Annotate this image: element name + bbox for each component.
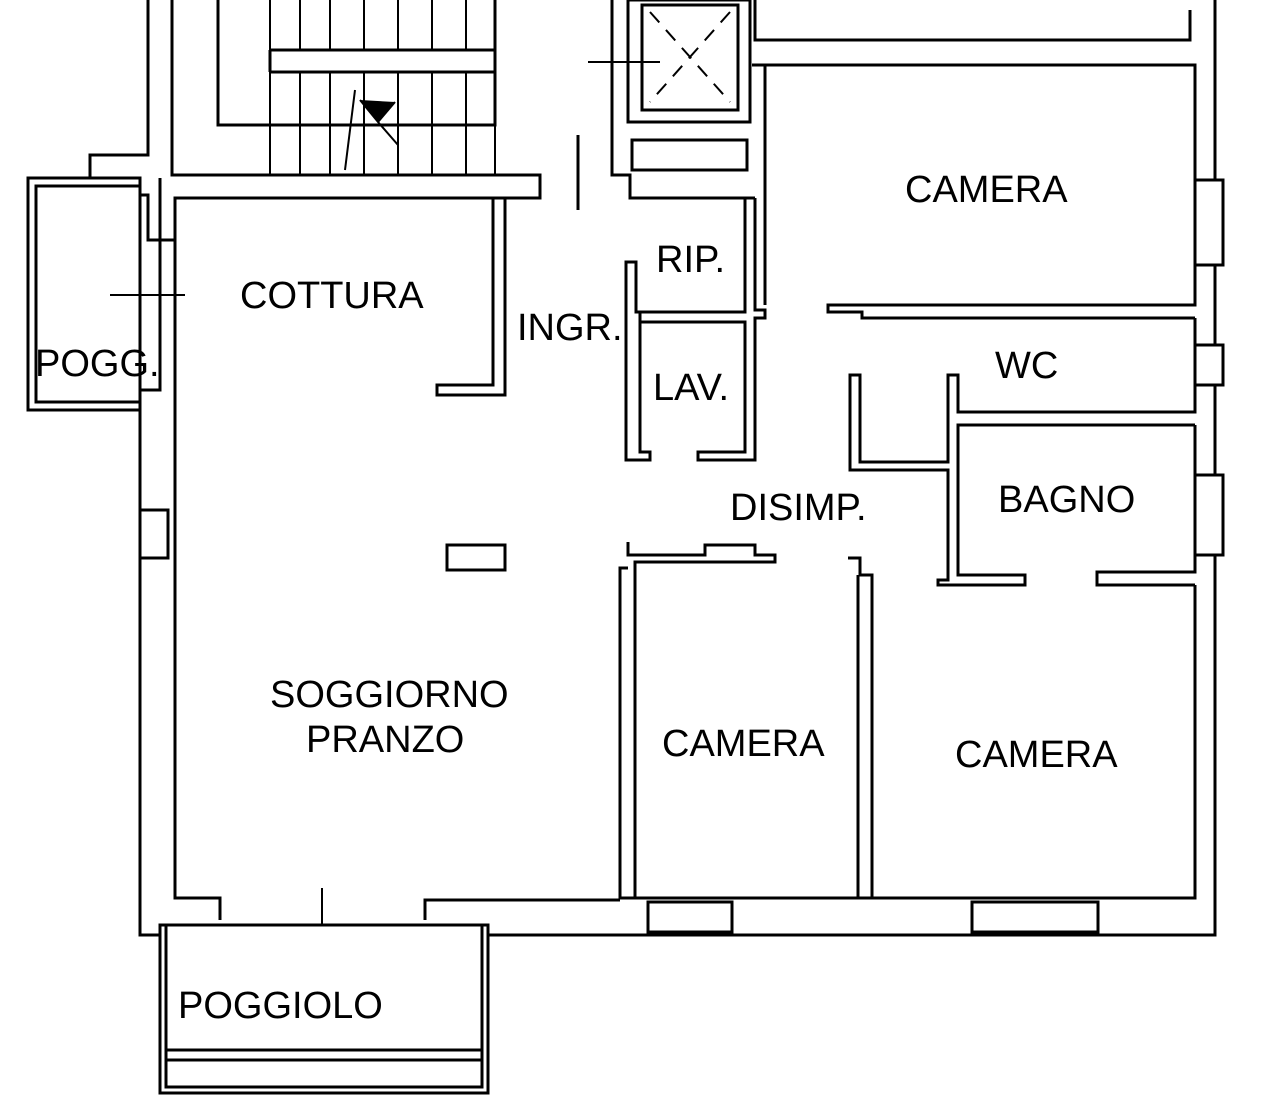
label-disimp: DISIMP. bbox=[730, 487, 867, 529]
staircase bbox=[216, 0, 497, 175]
walls bbox=[26, 0, 1225, 1095]
chimney bbox=[445, 543, 507, 572]
room-labels: CAMERA RIP. COTTURA INGR. POGG. LAV. WC … bbox=[35, 169, 1135, 1027]
label-wc: WC bbox=[995, 345, 1058, 387]
label-cottura: COTTURA bbox=[240, 275, 424, 317]
balcony-left bbox=[26, 176, 185, 412]
label-camera-right: CAMERA bbox=[955, 734, 1118, 776]
label-pranzo: PRANZO bbox=[306, 719, 464, 761]
label-camera-top: CAMERA bbox=[905, 169, 1068, 211]
elevator-shaft bbox=[588, 0, 752, 172]
balcony-bottom bbox=[158, 923, 490, 1095]
label-rip: RIP. bbox=[656, 239, 725, 281]
label-ingr: INGR. bbox=[517, 307, 623, 349]
label-bagno: BAGNO bbox=[998, 479, 1135, 521]
label-pogg: POGG. bbox=[35, 343, 160, 385]
label-poggiolo: POGGIOLO bbox=[178, 985, 383, 1027]
label-soggiorno: SOGGIORNO bbox=[270, 674, 509, 716]
label-lav: LAV. bbox=[653, 367, 729, 409]
label-camera-mid: CAMERA bbox=[662, 723, 825, 765]
